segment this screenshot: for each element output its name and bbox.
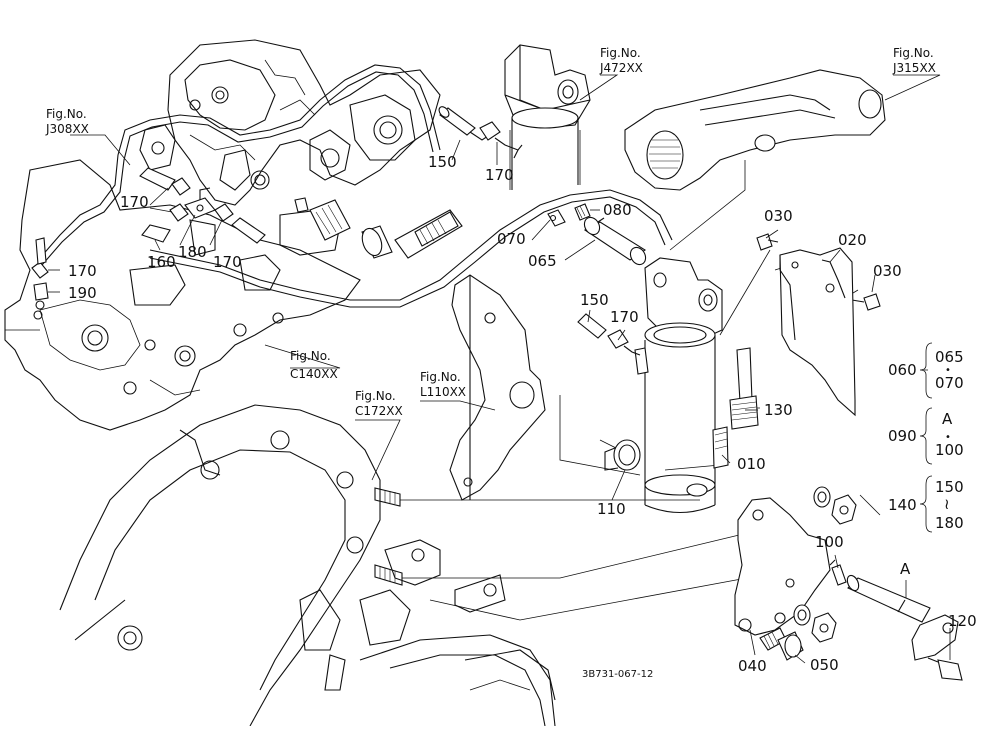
set-060-sep: •	[945, 365, 951, 376]
main-housing-drawing	[4, 159, 361, 431]
part-170-clamp-lower	[607, 329, 641, 356]
callout-065[interactable]: 065	[528, 252, 557, 270]
part-170-clamps-left	[31, 177, 234, 279]
callout-180[interactable]: 180	[178, 243, 207, 261]
fig-ref-j308[interactable]: Fig.No. J308XX	[45, 107, 89, 136]
set-140-sep: ≀	[944, 495, 950, 513]
fig-ref-j472[interactable]: Fig.No. J472XX	[599, 46, 643, 75]
callout-190[interactable]: 190	[68, 284, 97, 302]
fig-ref-j472-title: Fig.No.	[600, 46, 641, 60]
fig-ref-c140-code: C140XX	[290, 367, 338, 381]
leader-lines	[48, 74, 951, 664]
callout-010[interactable]: 010	[737, 455, 766, 473]
pin-a	[846, 574, 959, 661]
set-090-top: A	[942, 410, 953, 428]
set-060[interactable]: 060 065 • 070	[888, 342, 964, 399]
callout-020[interactable]: 020	[838, 231, 867, 249]
set-060-main: 060	[888, 361, 917, 379]
part-160-hose-left	[139, 167, 176, 243]
part-190-fitting	[33, 237, 49, 310]
callout-marker-a[interactable]: A	[900, 560, 911, 578]
part-170-clamp-upper	[479, 121, 523, 159]
set-060-top: 065	[935, 348, 964, 366]
set-140-top: 150	[935, 478, 964, 496]
part-150-pipe-upper	[438, 106, 489, 141]
fig-ref-l110-title: Fig.No.	[420, 370, 461, 384]
washer-nut-set-upper	[813, 486, 857, 525]
callout-170-center[interactable]: 170	[213, 253, 242, 271]
callout-120[interactable]: 120	[948, 612, 977, 630]
set-140-main: 140	[888, 496, 917, 514]
part-070-elbow	[547, 209, 566, 227]
callout-040[interactable]: 040	[738, 657, 767, 675]
set-090-bottom: 100	[935, 441, 964, 459]
callout-160[interactable]: 160	[147, 253, 176, 271]
fig-ref-j472-code: J472XX	[599, 61, 643, 75]
fig-ref-j315-code: J315XX	[892, 61, 936, 75]
callout-150-upper[interactable]: 150	[428, 153, 457, 171]
callout-150-lower[interactable]: 150	[580, 291, 609, 309]
part-110-bushing	[604, 439, 641, 471]
lift-bracket	[449, 274, 546, 501]
part-065-pin	[583, 216, 647, 266]
part-020-cover	[779, 247, 856, 417]
set-060-brace	[919, 342, 933, 399]
callout-170-far-left[interactable]: 170	[68, 262, 97, 280]
assembly-guide-lines	[400, 130, 881, 621]
part-030-bolt-upper	[756, 233, 779, 251]
callout-130[interactable]: 130	[764, 401, 793, 419]
callout-070[interactable]: 070	[497, 230, 526, 248]
set-140-brace	[919, 475, 933, 533]
set-090-sep: •	[945, 432, 951, 443]
set-090-brace	[919, 407, 933, 465]
callout-080[interactable]: 080	[603, 201, 632, 219]
fig-ref-l110[interactable]: Fig.No. L110XX	[420, 370, 466, 399]
part-040-plate	[734, 497, 831, 636]
part-180-connector	[184, 187, 216, 219]
set-090-main: 090	[888, 427, 917, 445]
fig-ref-l110-code: L110XX	[420, 385, 466, 399]
fig-ref-c172-title: Fig.No.	[355, 389, 396, 403]
hydraulic-hose-lines	[39, 64, 673, 308]
set-060-bottom: 070	[935, 374, 964, 392]
part-120-bolt	[927, 657, 963, 681]
set-090[interactable]: 090 A • 100	[888, 407, 964, 465]
fig-ref-c140[interactable]: Fig.No. C140XX	[290, 349, 338, 381]
fig-ref-j315-title: Fig.No.	[893, 46, 934, 60]
lift-arm	[624, 69, 886, 191]
callout-100[interactable]: 100	[815, 533, 844, 551]
clutch-housing-drawing	[59, 404, 556, 727]
callout-170-upper[interactable]: 170	[485, 166, 514, 184]
drawing-code: 3B731-067-12	[582, 669, 653, 680]
part-130-valve	[729, 347, 759, 430]
part-100-grease-fitting	[829, 559, 847, 586]
callout-050[interactable]: 050	[810, 656, 839, 674]
washer-nut-set-lower	[793, 604, 837, 643]
part-150-pipe-lower	[577, 313, 607, 339]
fig-ref-j315[interactable]: Fig.No. J315XX	[892, 46, 936, 75]
fig-ref-c140-title: Fig.No.	[290, 349, 331, 363]
part-030-bolt-right	[851, 293, 881, 311]
part-050-bolt	[759, 627, 804, 661]
lift-cylinder-upper	[504, 44, 591, 190]
set-140-bottom: 180	[935, 514, 964, 532]
housing-studs-drawing	[374, 487, 506, 613]
fig-ref-c172-code: C172XX	[355, 404, 403, 418]
part-160-hose-center	[231, 217, 266, 244]
valve-housing-drawing	[139, 39, 441, 206]
part-010-lift-cylinder	[634, 257, 729, 513]
fig-ref-c172[interactable]: Fig.No. C172XX	[355, 389, 403, 418]
hose-coupler-assembly	[294, 197, 463, 259]
callout-030-upper[interactable]: 030	[764, 207, 793, 225]
callout-030-right[interactable]: 030	[873, 262, 902, 280]
set-140[interactable]: 140 150 ≀ 180	[888, 475, 964, 533]
callout-110[interactable]: 110	[597, 500, 626, 518]
callout-170-left[interactable]: 170	[120, 193, 149, 211]
part-080-plug	[574, 203, 591, 221]
callout-170-lower[interactable]: 170	[610, 308, 639, 326]
fig-ref-j308-code: J308XX	[45, 122, 89, 136]
fig-ref-j308-title: Fig.No.	[46, 107, 87, 121]
